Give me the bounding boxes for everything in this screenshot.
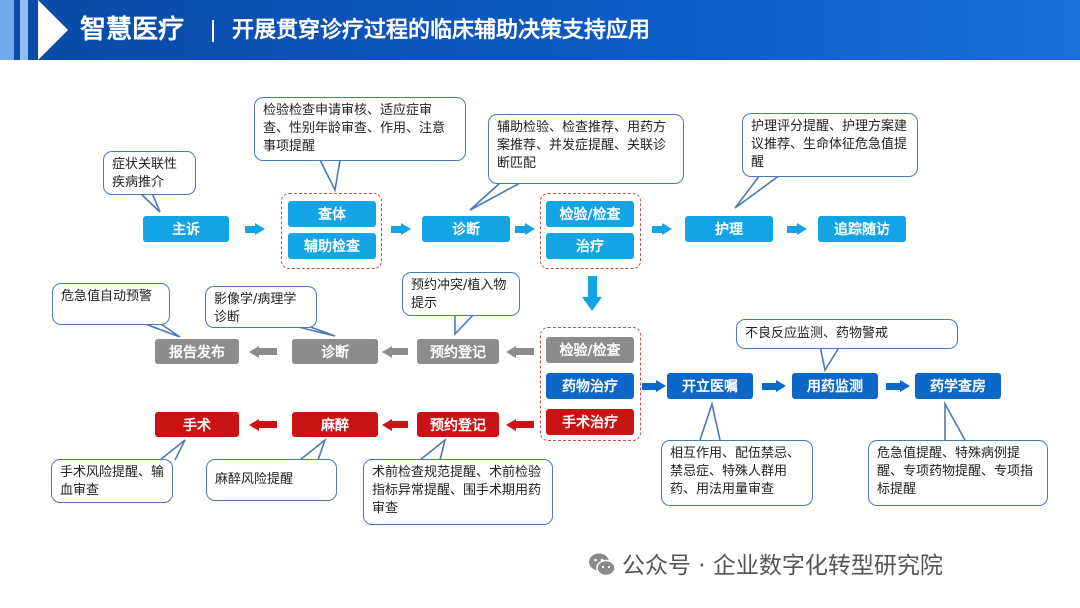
nursing-callout: 护理评分提醒、护理方案建议推荐、生命体征危急值提醒 <box>742 113 918 177</box>
complaint-callout: 症状关联性疾病推介 <box>103 151 196 195</box>
followup-box: 追踪随访 <box>818 216 906 242</box>
callout-pointer <box>469 182 521 211</box>
adverse-reaction-callout: 不良反应监测、药物警戒 <box>736 319 958 349</box>
nursing-box: 护理 <box>685 216 773 242</box>
inspection-box: 检验/检查 <box>546 201 634 227</box>
header-chevron-icon <box>38 0 68 60</box>
page-title: 智慧医疗 <box>80 15 185 45</box>
callout-pointer <box>944 400 966 441</box>
flow-arrow-head <box>249 419 259 431</box>
critical-value-callout: 危急值自动预警 <box>52 283 170 325</box>
anesthesia-box: 麻醉 <box>292 412 378 437</box>
surgery-risk-callout: 手术风险提醒、输血审查 <box>51 459 173 503</box>
flow-arrow <box>391 226 401 233</box>
interaction-callout: 相互作用、配伍禁忌、禁忌症、特殊人群用药、用法用量审查 <box>661 440 813 506</box>
appointment-box: 预约登记 <box>417 339 499 364</box>
prescribe-box: 开立医嘱 <box>667 373 753 399</box>
exam-callout: 检验检查申请审核、适应症审查、性别年龄审查、作用、注意事项提醒 <box>254 97 466 161</box>
flow-arrow <box>516 421 534 428</box>
callout-pointer <box>299 437 327 461</box>
flow-arrow-head <box>506 419 516 431</box>
callout-pointer <box>319 159 341 193</box>
flow-arrow <box>245 226 255 233</box>
imaging-callout: 影像学/病理学诊断 <box>205 286 317 328</box>
callout-pointer <box>819 345 841 373</box>
appointment-callout: 预约冲突/植入物提示 <box>402 272 520 316</box>
callout-pointer <box>139 192 161 213</box>
flow-arrow <box>762 383 776 390</box>
flow-arrow-head <box>797 223 807 235</box>
inspection-exam-box: 检验/检查 <box>546 337 634 363</box>
flow-arrow-head <box>382 419 392 431</box>
diagnosis-box: 诊断 <box>422 216 510 242</box>
flow-arrow-head <box>382 346 392 358</box>
wechat-icon <box>589 553 616 577</box>
callout-pointer <box>734 174 781 209</box>
flow-arrow-head <box>249 346 259 358</box>
page-subtitle: 开展贯穿诊疗过程的临床辅助决策支持应用 <box>232 18 651 43</box>
inspection-treatment-group-frame <box>540 193 641 269</box>
flow-arrow-head <box>776 380 786 392</box>
treatment-options-group-frame <box>540 327 641 441</box>
flow-arrow <box>515 226 525 233</box>
flow-arrow <box>886 383 900 390</box>
preop-callout: 术前检查规范提醒、术前检验指标异常提醒、围手术期用药审查 <box>363 459 553 525</box>
flow-arrow-head <box>525 223 535 235</box>
drug-treatment-box: 药物治疗 <box>546 373 634 399</box>
flow-arrow <box>642 383 656 390</box>
flow-arrow-head <box>506 346 516 358</box>
flow-arrow <box>259 421 277 428</box>
callout-pointer <box>159 439 186 461</box>
anesthesia-risk-callout: 麻醉风险提醒 <box>206 459 337 501</box>
callout-pointer <box>454 312 476 336</box>
down-arrow <box>588 276 597 298</box>
callout-pointer <box>419 437 447 461</box>
flow-arrow-head <box>255 223 265 235</box>
physical-exam-box: 查体 <box>288 201 376 227</box>
flow-arrow <box>516 348 534 355</box>
diagnosis-callout: 辅助检验、检查推荐、用药方案推荐、并发症提醒、关联诊断匹配 <box>488 114 684 184</box>
surgery-box: 手术 <box>155 412 239 437</box>
flow-arrow <box>392 348 408 355</box>
flow-arrow <box>652 226 662 233</box>
drug-monitor-box: 用药监测 <box>792 373 878 399</box>
pharmacy-callout: 危急值提醒、特殊病例提醒、专项药物提醒、专项指标提醒 <box>868 440 1048 506</box>
flow-arrow-head <box>900 380 910 392</box>
pharmacy-round-box: 药学查房 <box>915 373 1001 399</box>
surgery-appointment-box: 预约登记 <box>417 412 499 437</box>
imaging-diagnosis-box: 诊断 <box>292 339 378 364</box>
header-bar: 智慧医疗 开展贯穿诊疗过程的临床辅助决策支持应用 <box>0 0 1080 60</box>
flow-arrow <box>259 348 277 355</box>
flow-arrow-head <box>656 380 666 392</box>
header-stripe <box>0 0 14 60</box>
down-arrow-head <box>582 297 602 311</box>
aux-exam-box: 辅助检查 <box>288 233 376 259</box>
report-publish-box: 报告发布 <box>155 339 239 364</box>
flow-arrow-head <box>401 223 411 235</box>
flow-arrow <box>787 226 797 233</box>
flow-arrow-head <box>662 223 672 235</box>
complaint-box: 主诉 <box>143 216 229 242</box>
header-separator <box>212 20 214 42</box>
header-stripe <box>20 0 28 60</box>
treatment-box: 治疗 <box>546 233 634 259</box>
callout-pointer <box>699 401 721 441</box>
exam-group-frame <box>281 193 382 269</box>
surgery-treatment-box: 手术治疗 <box>546 409 634 435</box>
flow-arrow <box>392 421 408 428</box>
watermark-text: 公众号 · 企业数字化转型研究院 <box>622 553 943 579</box>
